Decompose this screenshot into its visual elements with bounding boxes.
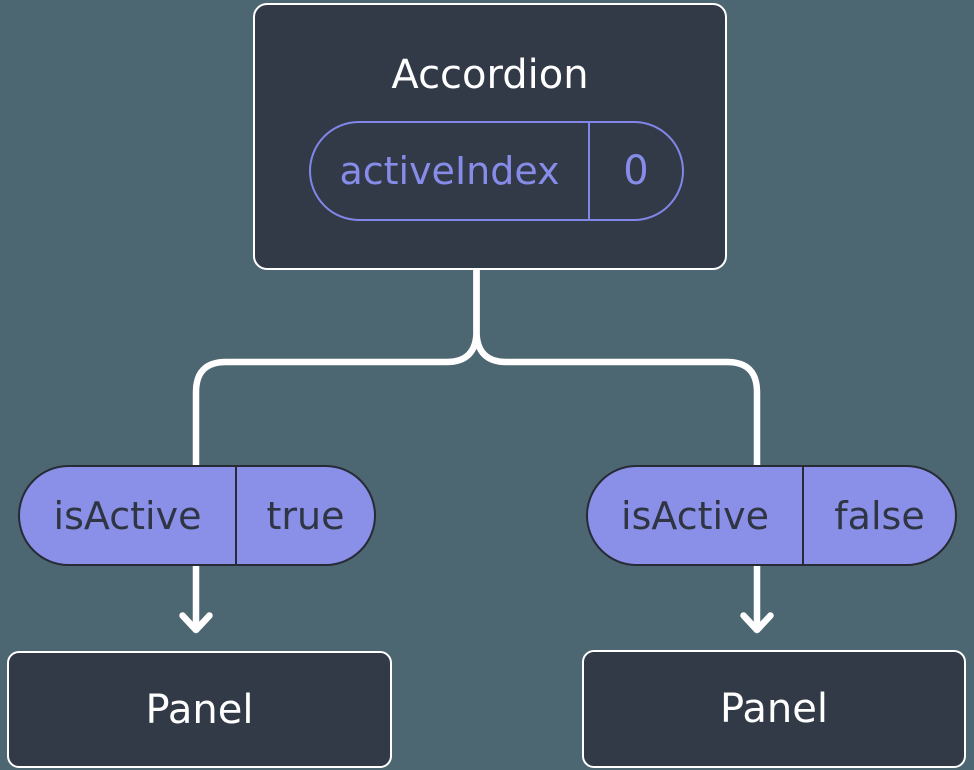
accordion-node-title: Accordion	[391, 52, 589, 98]
connector-branch-left	[192, 264, 480, 632]
panel-node-title: Panel	[145, 686, 254, 733]
panel-node-right: Panel	[582, 650, 966, 768]
arrow-down-icon	[740, 612, 774, 634]
prop-pill-value: true	[266, 493, 345, 538]
arrow-down-icon	[179, 612, 213, 634]
prop-pill-name: isActive	[588, 467, 804, 564]
prop-pill-value: false	[834, 493, 925, 538]
connector-branch-right	[473, 264, 761, 632]
prop-pill-isactive-left: isActive true	[18, 465, 376, 566]
prop-pill-isactive-right: isActive false	[586, 465, 957, 566]
prop-pill-name: isActive	[20, 467, 237, 564]
accordion-node: Accordion activeIndex 0	[253, 3, 727, 270]
panel-node-title: Panel	[720, 686, 828, 732]
state-pill-name: activeIndex	[311, 123, 590, 219]
state-pill-activeindex: activeIndex 0	[309, 121, 684, 221]
panel-node-left: Panel	[7, 651, 392, 768]
state-pill-value: 0	[623, 148, 649, 194]
